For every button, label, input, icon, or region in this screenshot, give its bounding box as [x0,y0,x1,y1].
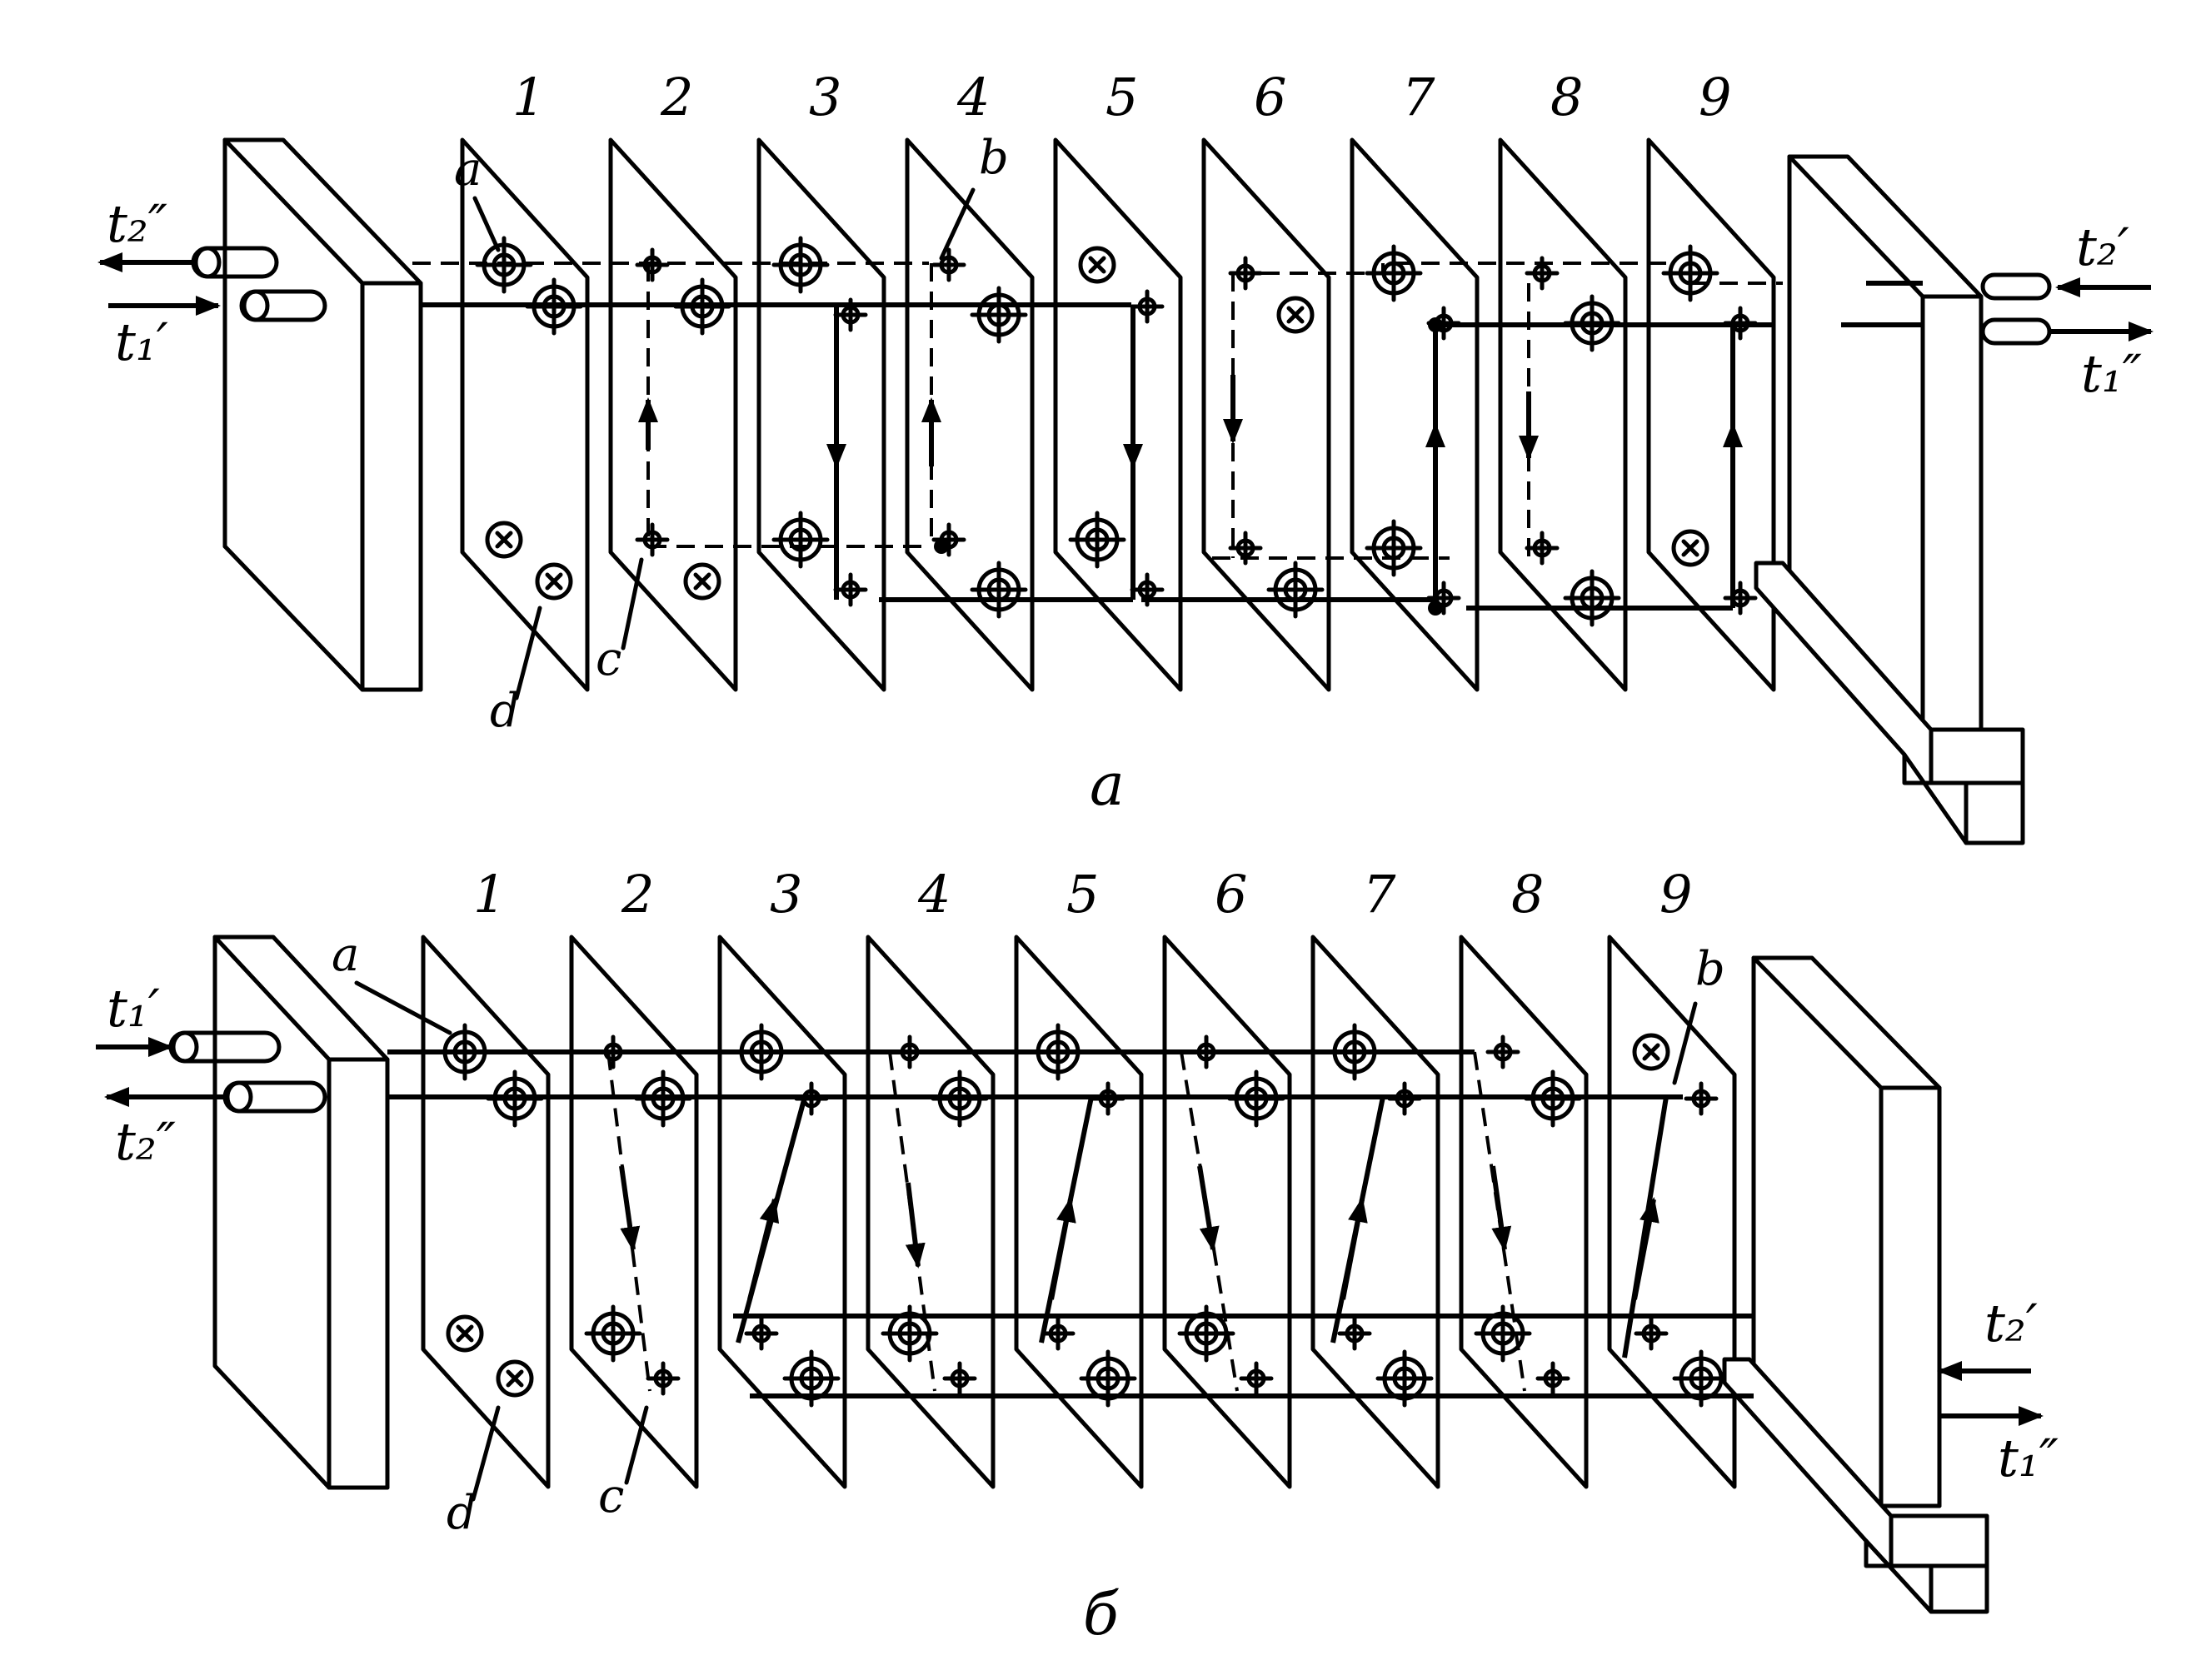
port-label-d-a: d [490,684,520,738]
plate-6: 6 [1162,864,1292,1489]
plate-number: 2 [660,67,693,127]
plate-number: 3 [770,864,802,925]
plate-number: 6 [1215,864,1247,925]
plate-9: 9 [1646,67,1776,692]
plate-number: 9 [1659,864,1692,925]
plate-number: 4 [956,67,990,127]
plate-7: 7 [1310,864,1440,1489]
flow-lines-b [387,1049,1754,1398]
plate-2: 2 [569,864,699,1489]
figure-caption-b: б [1083,1580,1119,1648]
figure-a: 1 2 3 4 5 6 7 8 9 [97,67,2154,845]
port-label-a-a: a [454,142,482,197]
plate-number: 7 [1363,864,1396,925]
plate-3: 3 [756,67,886,692]
plates-b: 1 2 3 4 5 6 7 8 9 [421,864,1737,1489]
plate-8: 8 [1498,67,1628,692]
plate-number: 1 [473,864,506,925]
stream-t2-in-b: t₂′ [1984,1293,2038,1353]
plate-5: 5 [1014,864,1144,1489]
plate-4: 4 [905,67,1035,692]
plate-number: 1 [512,67,545,127]
inlet-outlet-pipes-left [191,246,327,322]
stream-t2-in-a: t₂′ [2076,217,2129,277]
plates-a: 1 2 3 4 5 6 7 8 9 [460,67,1776,692]
plate-7: 7 [1350,67,1480,692]
plate-9: 9 [1607,864,1737,1489]
fixed-frame-left [212,935,390,1490]
plate-number: 5 [1105,67,1138,127]
stream-arrows-b [96,1037,2044,1426]
stream-t2-out-b: t₂″ [115,1111,176,1172]
fixed-frame-left [222,137,423,692]
stream-t1-out-a: t₁″ [2081,343,2142,404]
pressure-plate-right [1722,955,1989,1614]
plate-5: 5 [1053,67,1183,692]
plate-number: 7 [1402,67,1435,127]
stream-arrows-a [97,252,2154,341]
plate-number: 8 [1511,864,1544,925]
plate-number: 4 [917,864,951,925]
plate-number: 6 [1254,67,1286,127]
plate-4: 4 [866,864,996,1489]
port-label-c-a: c [596,632,621,686]
stream-t1-in-a: t₁′ [115,312,168,372]
plate-number: 3 [809,67,841,127]
pressure-plate-right [1754,154,2052,845]
figure-caption-a: а [1090,750,1125,819]
plate-2: 2 [608,67,738,692]
plate-1: 1 [460,67,590,692]
plate-number: 9 [1699,67,1731,127]
figure-b: 1 2 3 4 5 6 7 8 9 [96,864,2059,1648]
stream-t1-in-b: t₁′ [107,978,160,1039]
port-label-b-b: b [1695,942,1725,996]
plate-number: 5 [1066,864,1099,925]
plate-number: 8 [1550,67,1583,127]
plate-6: 6 [1201,67,1331,692]
plate-1: 1 [421,864,551,1489]
port-label-a-b: a [332,928,359,982]
flow-lines-a [412,262,1923,616]
stream-t2-out-a: t₂″ [107,193,167,254]
plate-8: 8 [1459,864,1589,1489]
port-label-c-b: c [598,1469,624,1523]
stream-t1-out-b: t₁″ [1998,1428,2059,1488]
port-label-b-a: b [979,131,1009,185]
port-label-d-b: d [447,1486,477,1540]
plate-number: 2 [621,864,654,925]
